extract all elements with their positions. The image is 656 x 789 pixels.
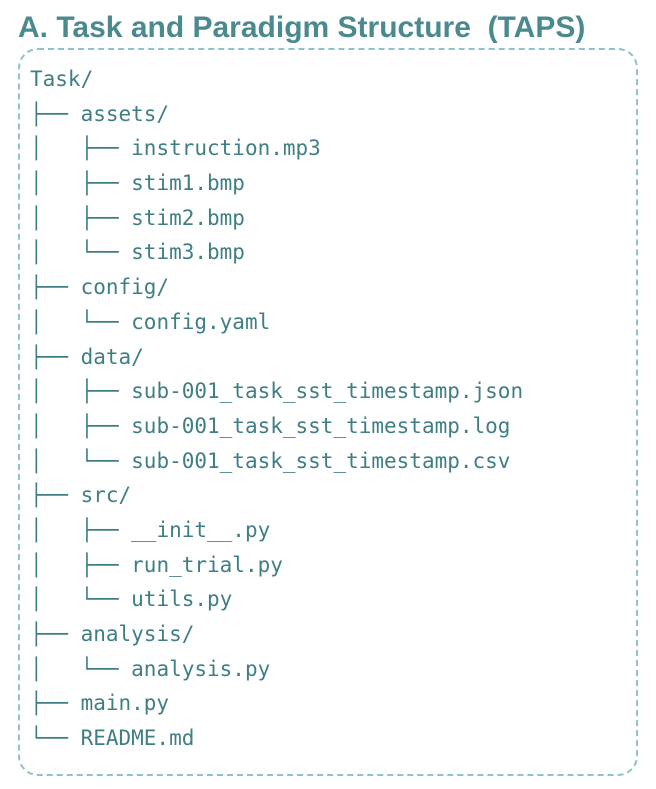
tree-entry-name: run_trial.py bbox=[131, 552, 283, 577]
tree-branch-glyph: ├── bbox=[30, 691, 81, 716]
tree-branch-glyph: ├── bbox=[30, 275, 81, 300]
tree-entry-name: sub-001_task_sst_timestamp.csv bbox=[131, 448, 511, 473]
tree-branch-glyph: │ ├── bbox=[30, 517, 132, 542]
figure-title: A. Task and Paradigm Structure (TAPS) bbox=[18, 11, 586, 44]
tree-line: │ ├── sub-001_task_sst_timestamp.log bbox=[30, 409, 523, 444]
tree-entry-name: src/ bbox=[80, 483, 132, 508]
tree-line: │ └── utils.py bbox=[30, 582, 523, 617]
tree-branch-glyph: │ ├── bbox=[30, 205, 132, 230]
tree-line: ├── src/ bbox=[30, 478, 523, 513]
tree-entry-name: analysis.py bbox=[131, 656, 271, 681]
tree-line: │ ├── sub-001_task_sst_timestamp.json bbox=[30, 374, 523, 409]
tree-entry-name: assets/ bbox=[80, 101, 170, 126]
directory-tree: Task/ ├── assets/ │ ├── instruction.mp3 … bbox=[30, 62, 523, 756]
tree-line: ├── assets/ bbox=[30, 97, 523, 132]
tree-container bbox=[18, 48, 638, 776]
tree-entry-name: config/ bbox=[80, 275, 170, 300]
tree-line: │ ├── stim2.bmp bbox=[30, 201, 523, 236]
tree-branch-glyph: ├── bbox=[30, 101, 81, 126]
tree-entry-name: main.py bbox=[80, 691, 170, 716]
tree-line: │ ├── stim1.bmp bbox=[30, 166, 523, 201]
tree-line: │ └── config.yaml bbox=[30, 305, 523, 340]
tree-branch-glyph: ├── bbox=[30, 344, 81, 369]
tree-line: │ └── analysis.py bbox=[30, 652, 523, 687]
tree-branch-glyph: │ └── bbox=[30, 656, 132, 681]
tree-line: ├── analysis/ bbox=[30, 617, 523, 652]
tree-entry-name: __init__.py bbox=[131, 517, 271, 542]
tree-line: └── README.md bbox=[30, 721, 523, 756]
tree-entry-name: utils.py bbox=[131, 587, 233, 612]
tree-branch-glyph: ├── bbox=[30, 483, 81, 508]
tree-entry-name: stim3.bmp bbox=[131, 240, 245, 265]
tree-branch-glyph: ├── bbox=[30, 622, 81, 646]
tree-entry-name: stim2.bmp bbox=[131, 205, 245, 230]
tree-branch-glyph: │ └── bbox=[30, 448, 132, 473]
tree-entry-name: sub-001_task_sst_timestamp.log bbox=[131, 413, 511, 438]
tree-line: │ └── stim3.bmp bbox=[30, 235, 523, 270]
tree-line: ├── config/ bbox=[30, 270, 523, 305]
tree-line: ├── data/ bbox=[30, 340, 523, 375]
tree-line: │ ├── run_trial.py bbox=[30, 548, 523, 583]
tree-entry-name: stim1.bmp bbox=[131, 171, 245, 196]
tree-branch-glyph: │ └── bbox=[30, 240, 132, 265]
tree-branch-glyph: └── bbox=[30, 726, 81, 751]
tree-entry-name: instruction.mp3 bbox=[131, 136, 321, 161]
tree-branch-glyph: │ └── bbox=[30, 309, 132, 334]
tree-branch-glyph: │ ├── bbox=[30, 171, 132, 196]
tree-branch-glyph: │ ├── bbox=[30, 136, 132, 161]
tree-entry-name: data/ bbox=[80, 344, 144, 369]
tree-entry-name: README.md bbox=[80, 726, 195, 751]
tree-line: │ ├── __init__.py bbox=[30, 513, 523, 548]
tree-entry-name: Task/ bbox=[30, 67, 94, 91]
tree-line: │ ├── instruction.mp3 bbox=[30, 131, 523, 166]
tree-entry-name: sub-001_task_sst_timestamp.json bbox=[131, 379, 524, 404]
tree-line: Task/ bbox=[30, 62, 523, 97]
tree-branch-glyph: │ ├── bbox=[30, 552, 132, 577]
tree-entry-name: config.yaml bbox=[131, 309, 271, 334]
tree-line: ├── main.py bbox=[30, 686, 523, 721]
tree-branch-glyph: │ ├── bbox=[30, 379, 132, 404]
tree-branch-glyph: │ └── bbox=[30, 587, 132, 612]
tree-entry-name: analysis/ bbox=[80, 622, 195, 646]
tree-line: │ └── sub-001_task_sst_timestamp.csv bbox=[30, 444, 523, 479]
tree-branch-glyph: │ ├── bbox=[30, 413, 132, 438]
